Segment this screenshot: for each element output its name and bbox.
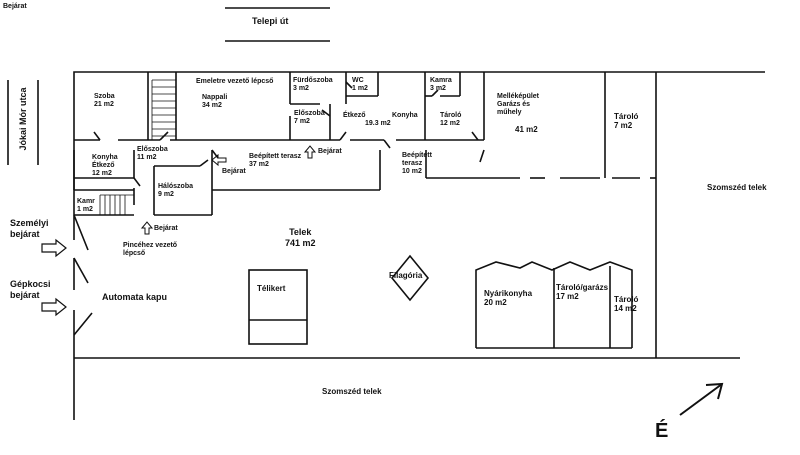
label-street-top: Telepi út bbox=[252, 16, 289, 26]
label-top-left-entrance: Bejárat bbox=[3, 3, 27, 10]
outbuildings-outline bbox=[475, 261, 633, 348]
annex-bottom-wall bbox=[425, 150, 656, 179]
label-automata-kapu: Automata kapu bbox=[102, 292, 168, 302]
label-street-left: Jókai Mór utca bbox=[18, 87, 28, 151]
entry-arrow-personal bbox=[41, 238, 67, 258]
label-bejarat-bottom: Bejárat bbox=[154, 225, 178, 232]
label-filagoria: Filagória bbox=[389, 271, 423, 280]
stairs-up bbox=[151, 79, 176, 140]
north-arrow bbox=[679, 382, 724, 416]
label-41m2: 41 m2 bbox=[515, 125, 538, 134]
label-north: É bbox=[655, 420, 669, 442]
label-bejarat-mid: Bejárat bbox=[318, 148, 342, 155]
label-bejarat-left: Bejárat bbox=[222, 168, 246, 175]
stairs-cellar bbox=[99, 194, 134, 215]
label-szomszed-bottom: Szomszéd telek bbox=[322, 387, 382, 396]
label-etkezo: Étkező bbox=[343, 112, 366, 119]
label-stairs-up: Emeletre vezető lépcső bbox=[196, 78, 274, 85]
label-telikert: Télikert bbox=[257, 284, 286, 293]
filagoria-shape bbox=[390, 254, 430, 302]
telikert-box bbox=[248, 269, 308, 345]
entry-arrow-vehicle bbox=[41, 297, 67, 317]
label-szomszed-right: Szomszéd telek bbox=[707, 183, 767, 192]
